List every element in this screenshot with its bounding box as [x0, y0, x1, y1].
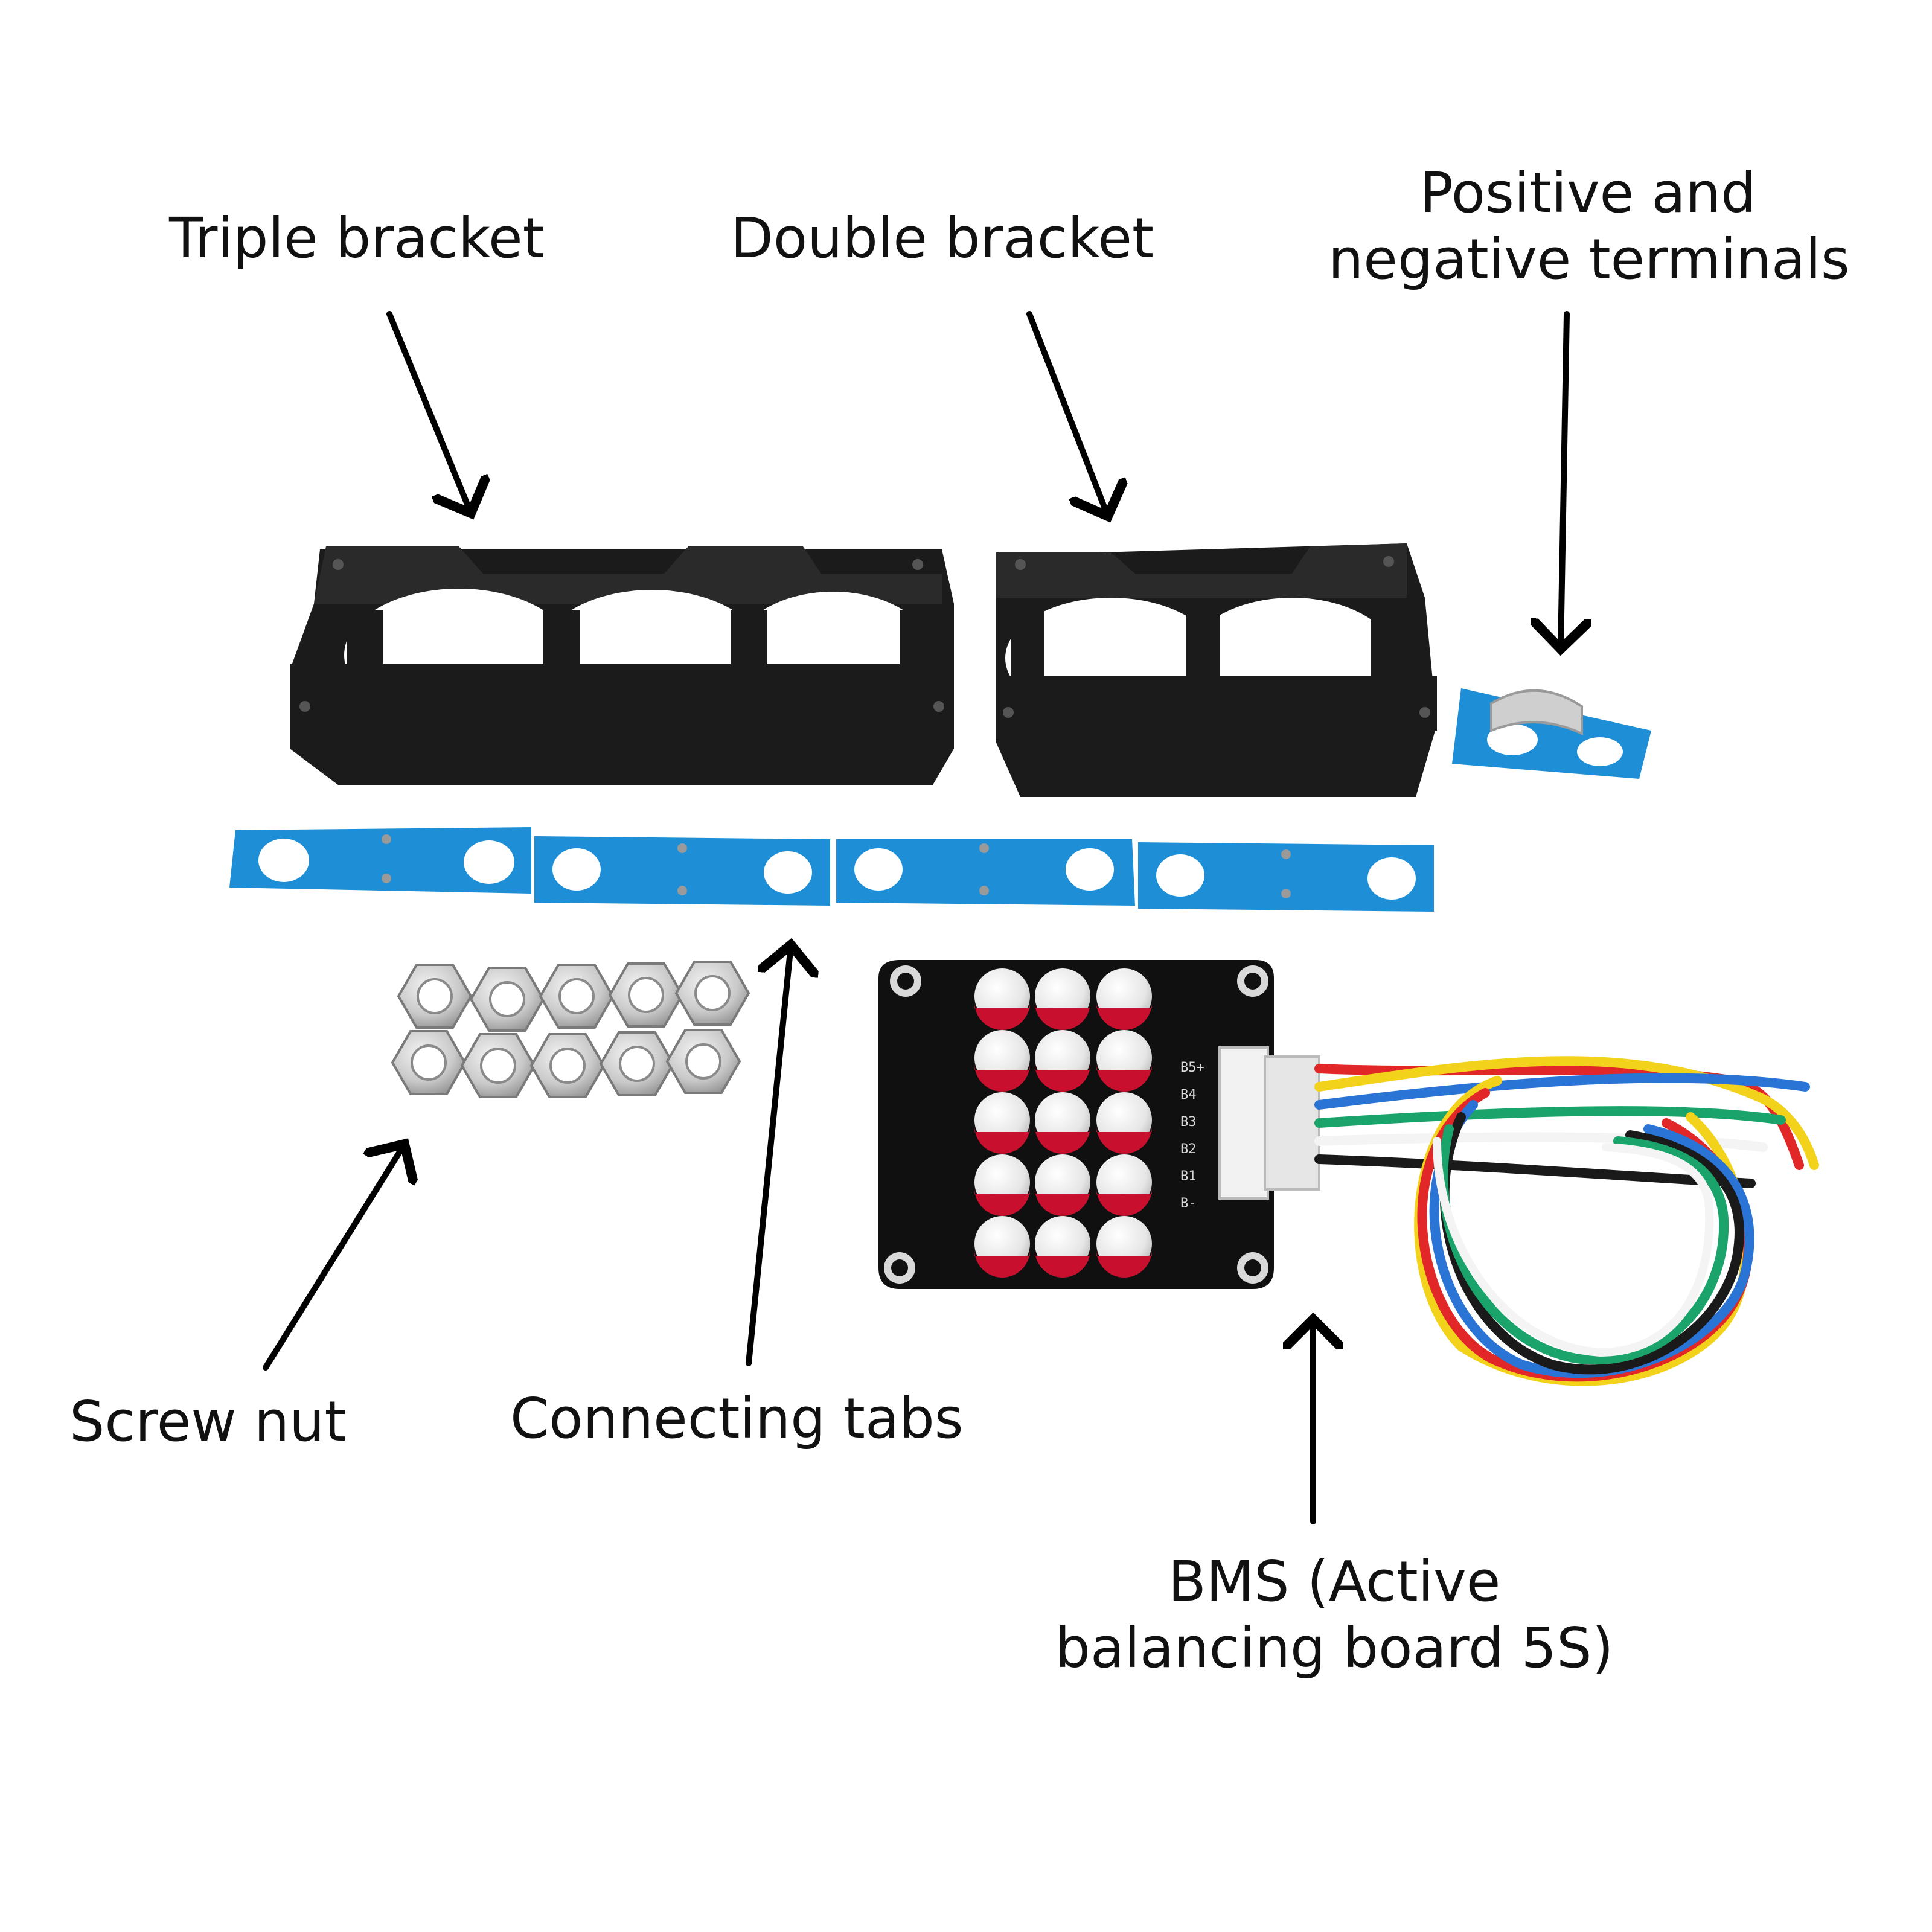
label-double-bracket: Double bracket [731, 206, 1154, 270]
label-screw-nut: Screw nut [69, 1389, 347, 1454]
callout-arrows [263, 311, 1567, 1524]
pin-label: B5+ [1180, 1060, 1204, 1075]
pin-label: B3 [1180, 1115, 1197, 1130]
capacitor-grid [974, 968, 1152, 1278]
arrow-terminals [1561, 311, 1567, 649]
arrow-triple-bracket [386, 311, 471, 513]
pin-label: B4 [1180, 1087, 1197, 1102]
screw-nuts [391, 961, 750, 1098]
label-connecting-tabs: Connecting tabs [510, 1386, 964, 1451]
connecting-tab [1138, 842, 1434, 912]
connecting-tabs [229, 827, 1434, 912]
double-bracket [996, 543, 1437, 797]
bms-board: B5+ B4 B3 B2 B1 B- [878, 960, 1320, 1289]
arrow-connecting-tabs [746, 945, 791, 1366]
connecting-tab [836, 839, 1135, 906]
label-terminals: Positive and negative terminals [1328, 161, 1850, 292]
triple-bracket [290, 546, 954, 785]
arrow-screw-nut [263, 1144, 405, 1371]
label-triple-bracket: Triple bracket [169, 206, 545, 270]
connecting-tab [534, 836, 830, 906]
arrow-double-bracket [1026, 311, 1108, 516]
wire-harness [1314, 1056, 1819, 1386]
connecting-tab [229, 827, 531, 894]
label-bms: BMS (Active balancing board 5S) [1055, 1549, 1614, 1680]
pin-label: B- [1180, 1196, 1197, 1211]
pin-label: B1 [1180, 1169, 1197, 1184]
pin-label: B2 [1180, 1142, 1197, 1157]
terminal-plate [1452, 688, 1651, 779]
